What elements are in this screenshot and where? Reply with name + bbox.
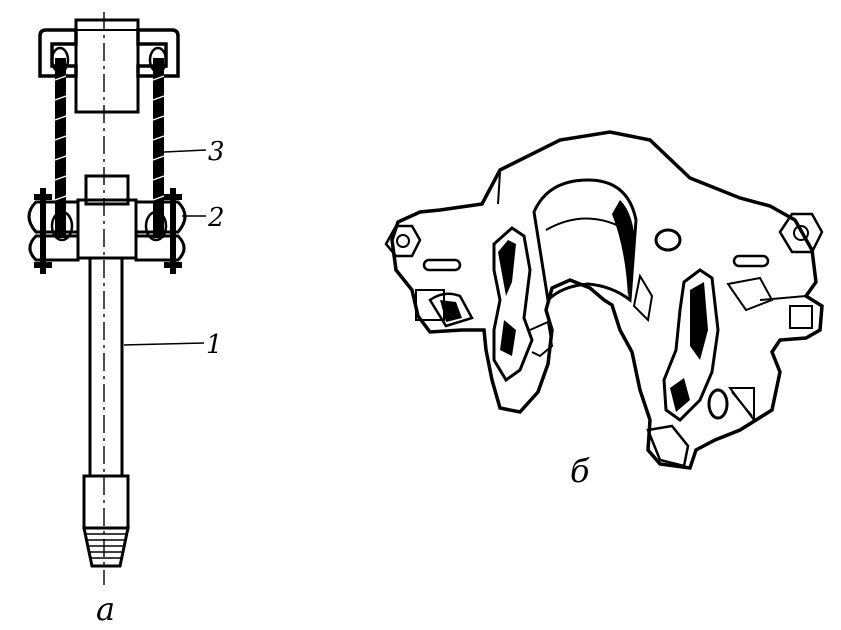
callout-1: 1 [206, 330, 223, 360]
shaft [82, 258, 130, 568]
right-bolt [778, 212, 824, 254]
caption-a: а [96, 590, 115, 628]
left-bolt [384, 224, 422, 258]
callout-3: 3 [208, 137, 225, 167]
left-jaw [492, 226, 534, 383]
callout-2: 2 [207, 203, 225, 233]
figure-a-puller: 3 2 1 а [27, 12, 225, 628]
body-outline [390, 130, 824, 470]
top-yoke [38, 18, 180, 114]
threaded-rods [54, 58, 165, 238]
caption-b: б [570, 452, 590, 490]
clamp-crossbar [27, 174, 187, 274]
right-jaw [662, 268, 720, 422]
figure-b-coupler-body: б [384, 130, 824, 490]
